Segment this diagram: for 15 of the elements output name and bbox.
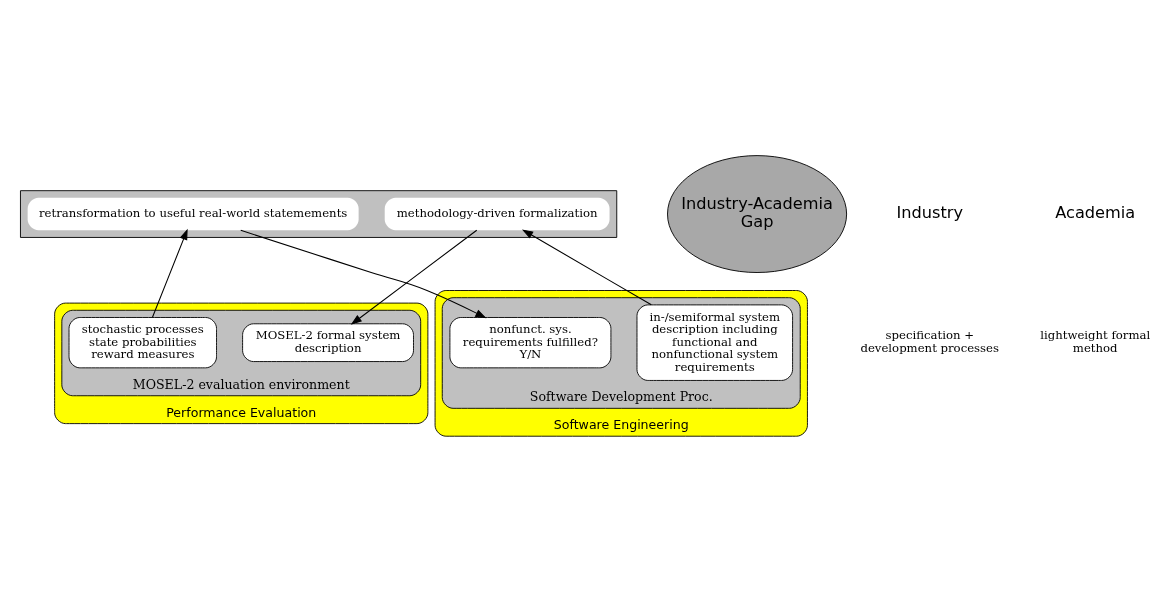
node-box: stochastic processes state probabilities reward measures [68, 317, 217, 369]
arrow [240, 229, 487, 319]
node-box: in-/semiformal system description including functional and nonfunctional system requirements [636, 304, 794, 381]
node-box: nonfunct. sys. requirements fulfilled? Y/N [449, 317, 612, 369]
arrow [521, 229, 652, 306]
arrow [151, 228, 188, 318]
node-box: MOSEL-2 formal system description [242, 323, 414, 362]
node-ellipse: Industry-Academia Gap [667, 155, 848, 273]
label: lightweight formal method [1040, 328, 1151, 356]
label: specification + development processes [860, 328, 1000, 356]
node-box: retransformation to useful real-world statemements [27, 197, 359, 231]
arrow [350, 229, 478, 325]
node-box: methodology-driven formalization [384, 197, 610, 231]
label: Industry [896, 203, 964, 223]
label: Academia [1055, 203, 1136, 223]
